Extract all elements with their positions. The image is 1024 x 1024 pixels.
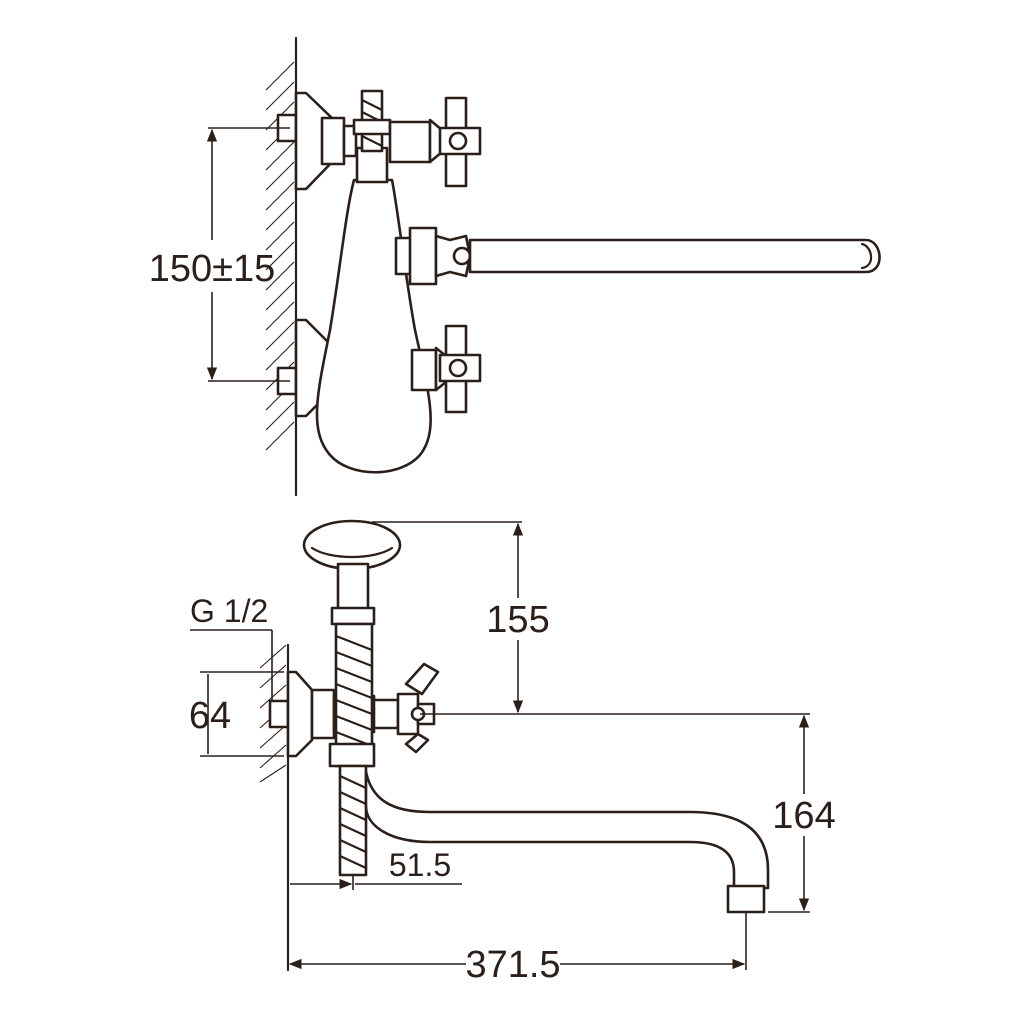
body-depth-dimension <box>200 671 284 757</box>
mixer-body <box>315 178 432 474</box>
shower-height-label: 155 <box>486 599 549 641</box>
spout-drop-label: 164 <box>772 795 835 837</box>
shower-outlet <box>352 89 392 184</box>
hose-offset-dimension <box>290 875 462 890</box>
spout-aerator <box>726 884 766 914</box>
inlet-spacing-dimension <box>206 127 290 382</box>
front-view: 150±15 <box>149 36 881 497</box>
thread-label: G 1/2 <box>190 593 268 629</box>
spout-side <box>364 770 770 890</box>
spout-drop-dimension <box>768 714 810 913</box>
shower-head-side <box>302 519 402 626</box>
inlet-spacing-label: 150±15 <box>149 248 276 290</box>
side-valve <box>396 662 440 754</box>
side-view: G 1/2 64 155 164 51.5 <box>189 519 836 986</box>
hose-offset-label: 51.5 <box>389 847 451 883</box>
upper-inlet <box>276 91 358 191</box>
thread-leader <box>190 629 273 700</box>
spout-reach-label: 371.5 <box>465 944 560 986</box>
lower-valve <box>410 324 482 414</box>
spout-reach-dimension <box>288 912 747 970</box>
body-depth-label: 64 <box>189 695 231 737</box>
hose-column <box>328 622 376 877</box>
spout-front <box>394 226 881 286</box>
shower-height-dimension <box>372 521 810 715</box>
upper-valve <box>388 96 482 188</box>
